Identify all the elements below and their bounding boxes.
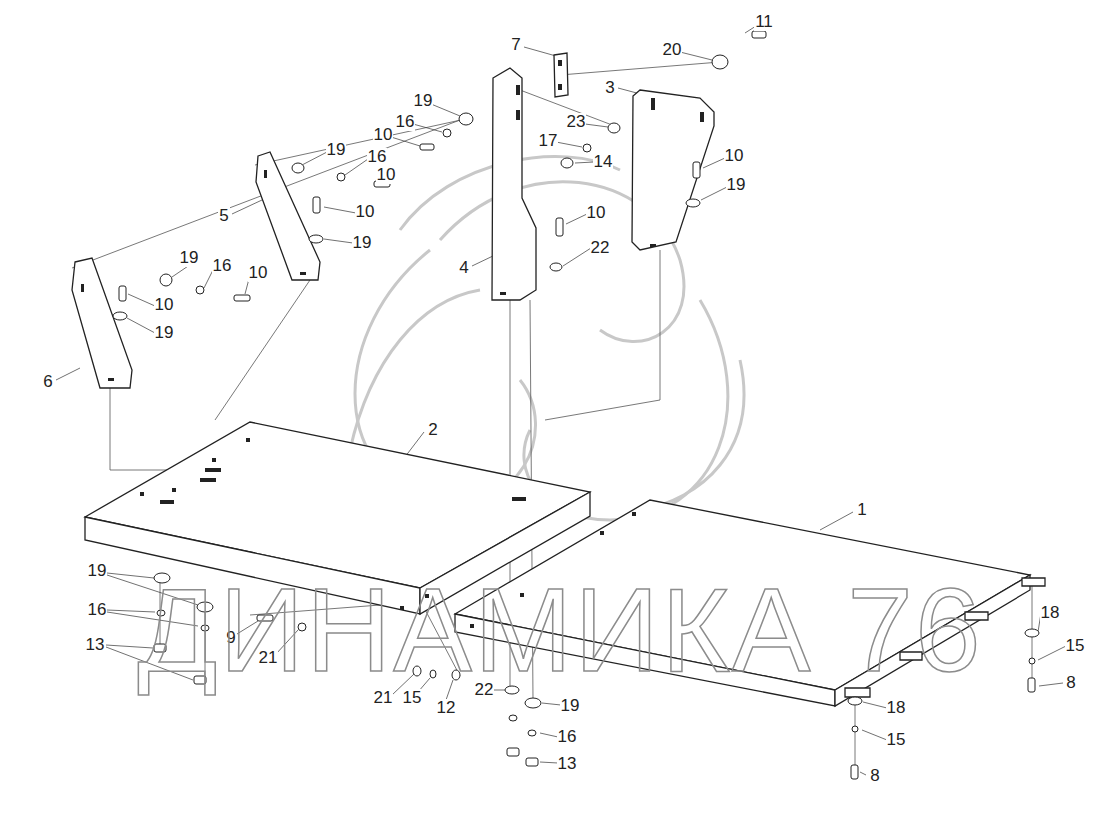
callout-number: 10 bbox=[373, 126, 394, 144]
mounting-plates bbox=[85, 422, 1045, 706]
callout-number: 5 bbox=[218, 207, 229, 225]
brackets bbox=[72, 53, 714, 388]
assembly-axis-lines bbox=[72, 62, 1032, 770]
callout-number: 13 bbox=[557, 755, 578, 773]
callout-number: 10 bbox=[724, 147, 745, 165]
callout-number: 2 bbox=[427, 421, 438, 439]
callout-number: 19 bbox=[352, 234, 373, 252]
callout-number: 18 bbox=[1040, 604, 1061, 622]
callout-number: 19 bbox=[154, 324, 175, 342]
callout-number: 12 bbox=[436, 699, 457, 717]
callout-number: 8 bbox=[869, 767, 880, 785]
callout-number: 16 bbox=[395, 113, 416, 131]
callout-number: 17 bbox=[538, 132, 559, 150]
leader-lines bbox=[56, 26, 1066, 775]
callout-number: 10 bbox=[248, 264, 269, 282]
callout-number: 15 bbox=[886, 731, 907, 749]
watermark-text: ДИНАМИКА 76 bbox=[137, 570, 982, 690]
callout-number: 10 bbox=[154, 296, 175, 314]
callout-number: 21 bbox=[373, 689, 394, 707]
callout-number: 16 bbox=[557, 728, 578, 746]
callout-number: 7 bbox=[510, 36, 521, 54]
callout-number: 19 bbox=[560, 697, 581, 715]
callout-number: 16 bbox=[367, 148, 388, 166]
callout-number: 3 bbox=[604, 79, 615, 97]
callout-number: 19 bbox=[726, 176, 747, 194]
callout-number: 10 bbox=[586, 204, 607, 222]
callout-number: 8 bbox=[1065, 674, 1076, 692]
bracket-holes bbox=[81, 60, 704, 381]
callout-number: 16 bbox=[212, 257, 233, 275]
callout-number: 14 bbox=[593, 153, 614, 171]
callout-number: 10 bbox=[376, 166, 397, 184]
callout-number: 18 bbox=[886, 699, 907, 717]
callout-number: 6 bbox=[42, 373, 53, 391]
callout-number: 20 bbox=[662, 41, 683, 59]
callout-number: 19 bbox=[179, 249, 200, 267]
callout-number: 23 bbox=[566, 113, 587, 131]
callout-number: 16 bbox=[87, 601, 108, 619]
callout-number: 19 bbox=[413, 92, 434, 110]
callout-number: 15 bbox=[1065, 637, 1086, 655]
callout-number: 10 bbox=[355, 203, 376, 221]
callout-number: 22 bbox=[590, 239, 611, 257]
callout-number: 13 bbox=[85, 636, 106, 654]
callout-number: 4 bbox=[458, 259, 469, 277]
fasteners bbox=[113, 31, 1039, 779]
callout-number: 19 bbox=[326, 141, 347, 159]
callout-number: 19 bbox=[87, 562, 108, 580]
callout-number: 15 bbox=[402, 689, 423, 707]
callout-number: 11 bbox=[754, 13, 774, 31]
callout-number: 1 bbox=[856, 501, 867, 519]
